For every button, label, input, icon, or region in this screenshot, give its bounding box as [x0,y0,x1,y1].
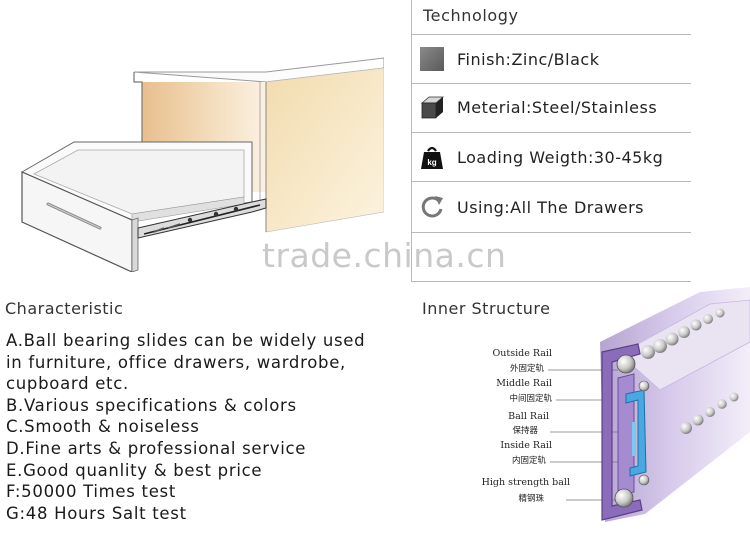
spec-material-text: Meterial:Steel/Stainless [457,97,658,117]
characteristic-line: A.Ball bearing slides can be widely used [6,331,366,350]
label-middle-rail: Middle Rail [496,378,552,389]
label-inside-rail: Inside Rail [500,440,552,451]
table-divider [411,83,691,84]
characteristic-line: F:50000 Times test [6,482,177,502]
characteristic-title: Characteristic [5,299,124,318]
label-outside-rail: Outside Rail [492,348,552,359]
characteristic-line: G:48 Hours Salt test [6,503,187,523]
table-divider [411,281,691,282]
label-high-strength-ball: High strength ball [481,477,570,488]
characteristic-list: A.Ball bearing slides can be widely used… [6,330,365,524]
technology-title: Technology [423,6,519,25]
table-vertical-divider [411,0,412,282]
label-ball-rail-cn: 保持器 [512,426,538,436]
drawer-illustration [20,57,384,272]
material-cube-icon [418,93,446,121]
table-divider [411,34,691,35]
weight-kg-label: kg [427,158,436,167]
spec-row-using: Using:All The Drawers [418,191,644,223]
refresh-cycle-icon [418,193,446,221]
table-divider [411,232,691,233]
spec-row-loading: kg Loading Weigth:30-45kg [418,141,663,173]
characteristic-line: E.Good quanlity & best price [6,460,263,480]
finish-swatch-icon [418,45,446,73]
spec-row-finish: Finish:Zinc/Black [418,43,599,75]
label-middle-rail-cn: 中间固定轨 [509,394,552,404]
characteristic-line: C.Smooth & noiseless [6,417,200,437]
spec-loading-text: Loading Weigth:30-45kg [457,147,664,167]
characteristic-line: cupboard etc. [6,374,129,394]
table-divider [411,181,691,182]
label-ball-rail: Ball Rail [508,411,549,422]
characteristic-line: B.Various specifications & colors [6,395,297,415]
rail-cross-section-diagram [600,287,750,522]
watermark: trade.china.cn [262,236,507,275]
table-divider [411,132,691,133]
weight-kg-icon: kg [418,143,446,171]
spec-finish-text: Finish:Zinc/Black [457,49,600,69]
spec-row-material: Meterial:Steel/Stainless [418,91,657,123]
characteristic-line: in furniture, office drawers, wardrobe, [6,352,346,372]
label-outside-rail-cn: 外固定轨 [509,364,544,374]
inner-structure-title: Inner Structure [422,299,551,318]
spec-using-text: Using:All The Drawers [457,197,644,217]
characteristic-line: D.Fine arts & professional service [6,438,307,458]
label-inside-rail-cn: 内固定轨 [511,456,546,466]
label-high-strength-ball-cn: 精钢珠 [518,494,544,504]
